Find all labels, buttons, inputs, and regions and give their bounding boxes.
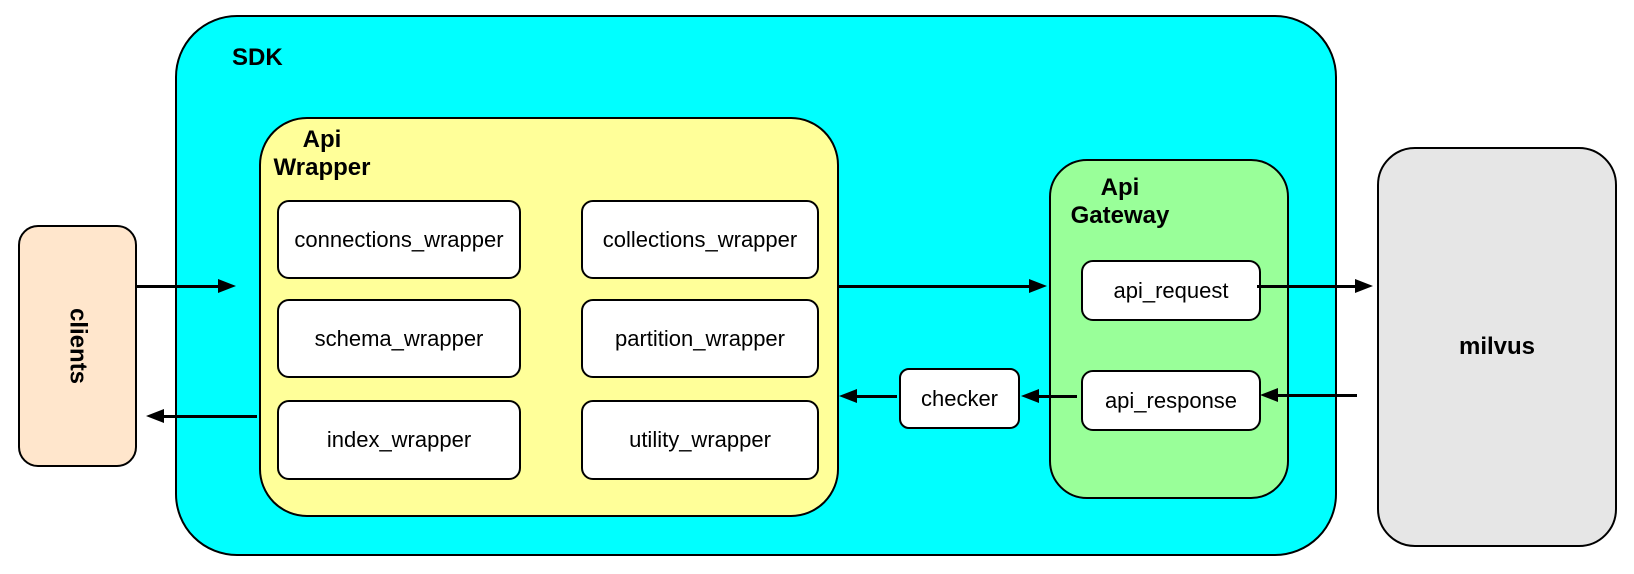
arrow-milvus-to-api-response: [1277, 394, 1357, 397]
partition-wrapper-label: partition_wrapper: [615, 325, 785, 351]
milvus-label: milvus: [1458, 333, 1536, 360]
utility-wrapper-label: utility_wrapper: [629, 427, 771, 452]
box-utility-wrapper: utility_wrapper: [581, 400, 819, 480]
checker-label: checker: [920, 385, 999, 411]
sdk-label: SDK: [232, 44, 283, 71]
arrow-checker-to-api-wrapper: [856, 395, 897, 398]
box-checker: checker: [899, 368, 1020, 429]
box-collections-wrapper: collections_wrapper: [581, 200, 819, 279]
node-clients: clients: [18, 225, 137, 467]
schema-wrapper-label: schema_wrapper: [314, 325, 484, 351]
arrow-api-response-to-checker: [1038, 395, 1077, 398]
api-response-label: api_response: [1104, 387, 1238, 413]
box-api-response: api_response: [1081, 370, 1261, 431]
node-milvus: milvus: [1377, 147, 1617, 547]
container-sdk: SDK Api Wrapper connections_wrapper coll…: [175, 15, 1337, 556]
connections-wrapper-label: connections_wrapper: [294, 226, 504, 252]
box-connections-wrapper: connections_wrapper: [277, 200, 521, 279]
box-api-request: api_request: [1081, 260, 1261, 321]
clients-label: clients: [64, 307, 92, 385]
api-request-label: api_request: [1113, 277, 1229, 303]
api-wrapper-label: Api Wrapper: [273, 126, 371, 182]
index-wrapper-label: index_wrapper: [326, 427, 472, 452]
container-api-gateway: Api Gateway api_request api_response: [1049, 159, 1289, 499]
arrow-api-request-to-milvus: [1257, 285, 1356, 288]
api-gateway-label: Api Gateway: [1070, 174, 1170, 230]
container-api-wrapper: Api Wrapper connections_wrapper collecti…: [259, 117, 839, 517]
collections-wrapper-label: collections_wrapper: [602, 226, 798, 252]
box-schema-wrapper: schema_wrapper: [277, 299, 521, 378]
arrow-clients-to-sdk: [137, 285, 219, 288]
box-partition-wrapper: partition_wrapper: [581, 299, 819, 378]
box-index-wrapper: index_wrapper: [277, 400, 521, 480]
arrow-sdk-to-clients: [163, 415, 257, 418]
arrow-api-wrapper-to-api-request: [837, 285, 1030, 288]
